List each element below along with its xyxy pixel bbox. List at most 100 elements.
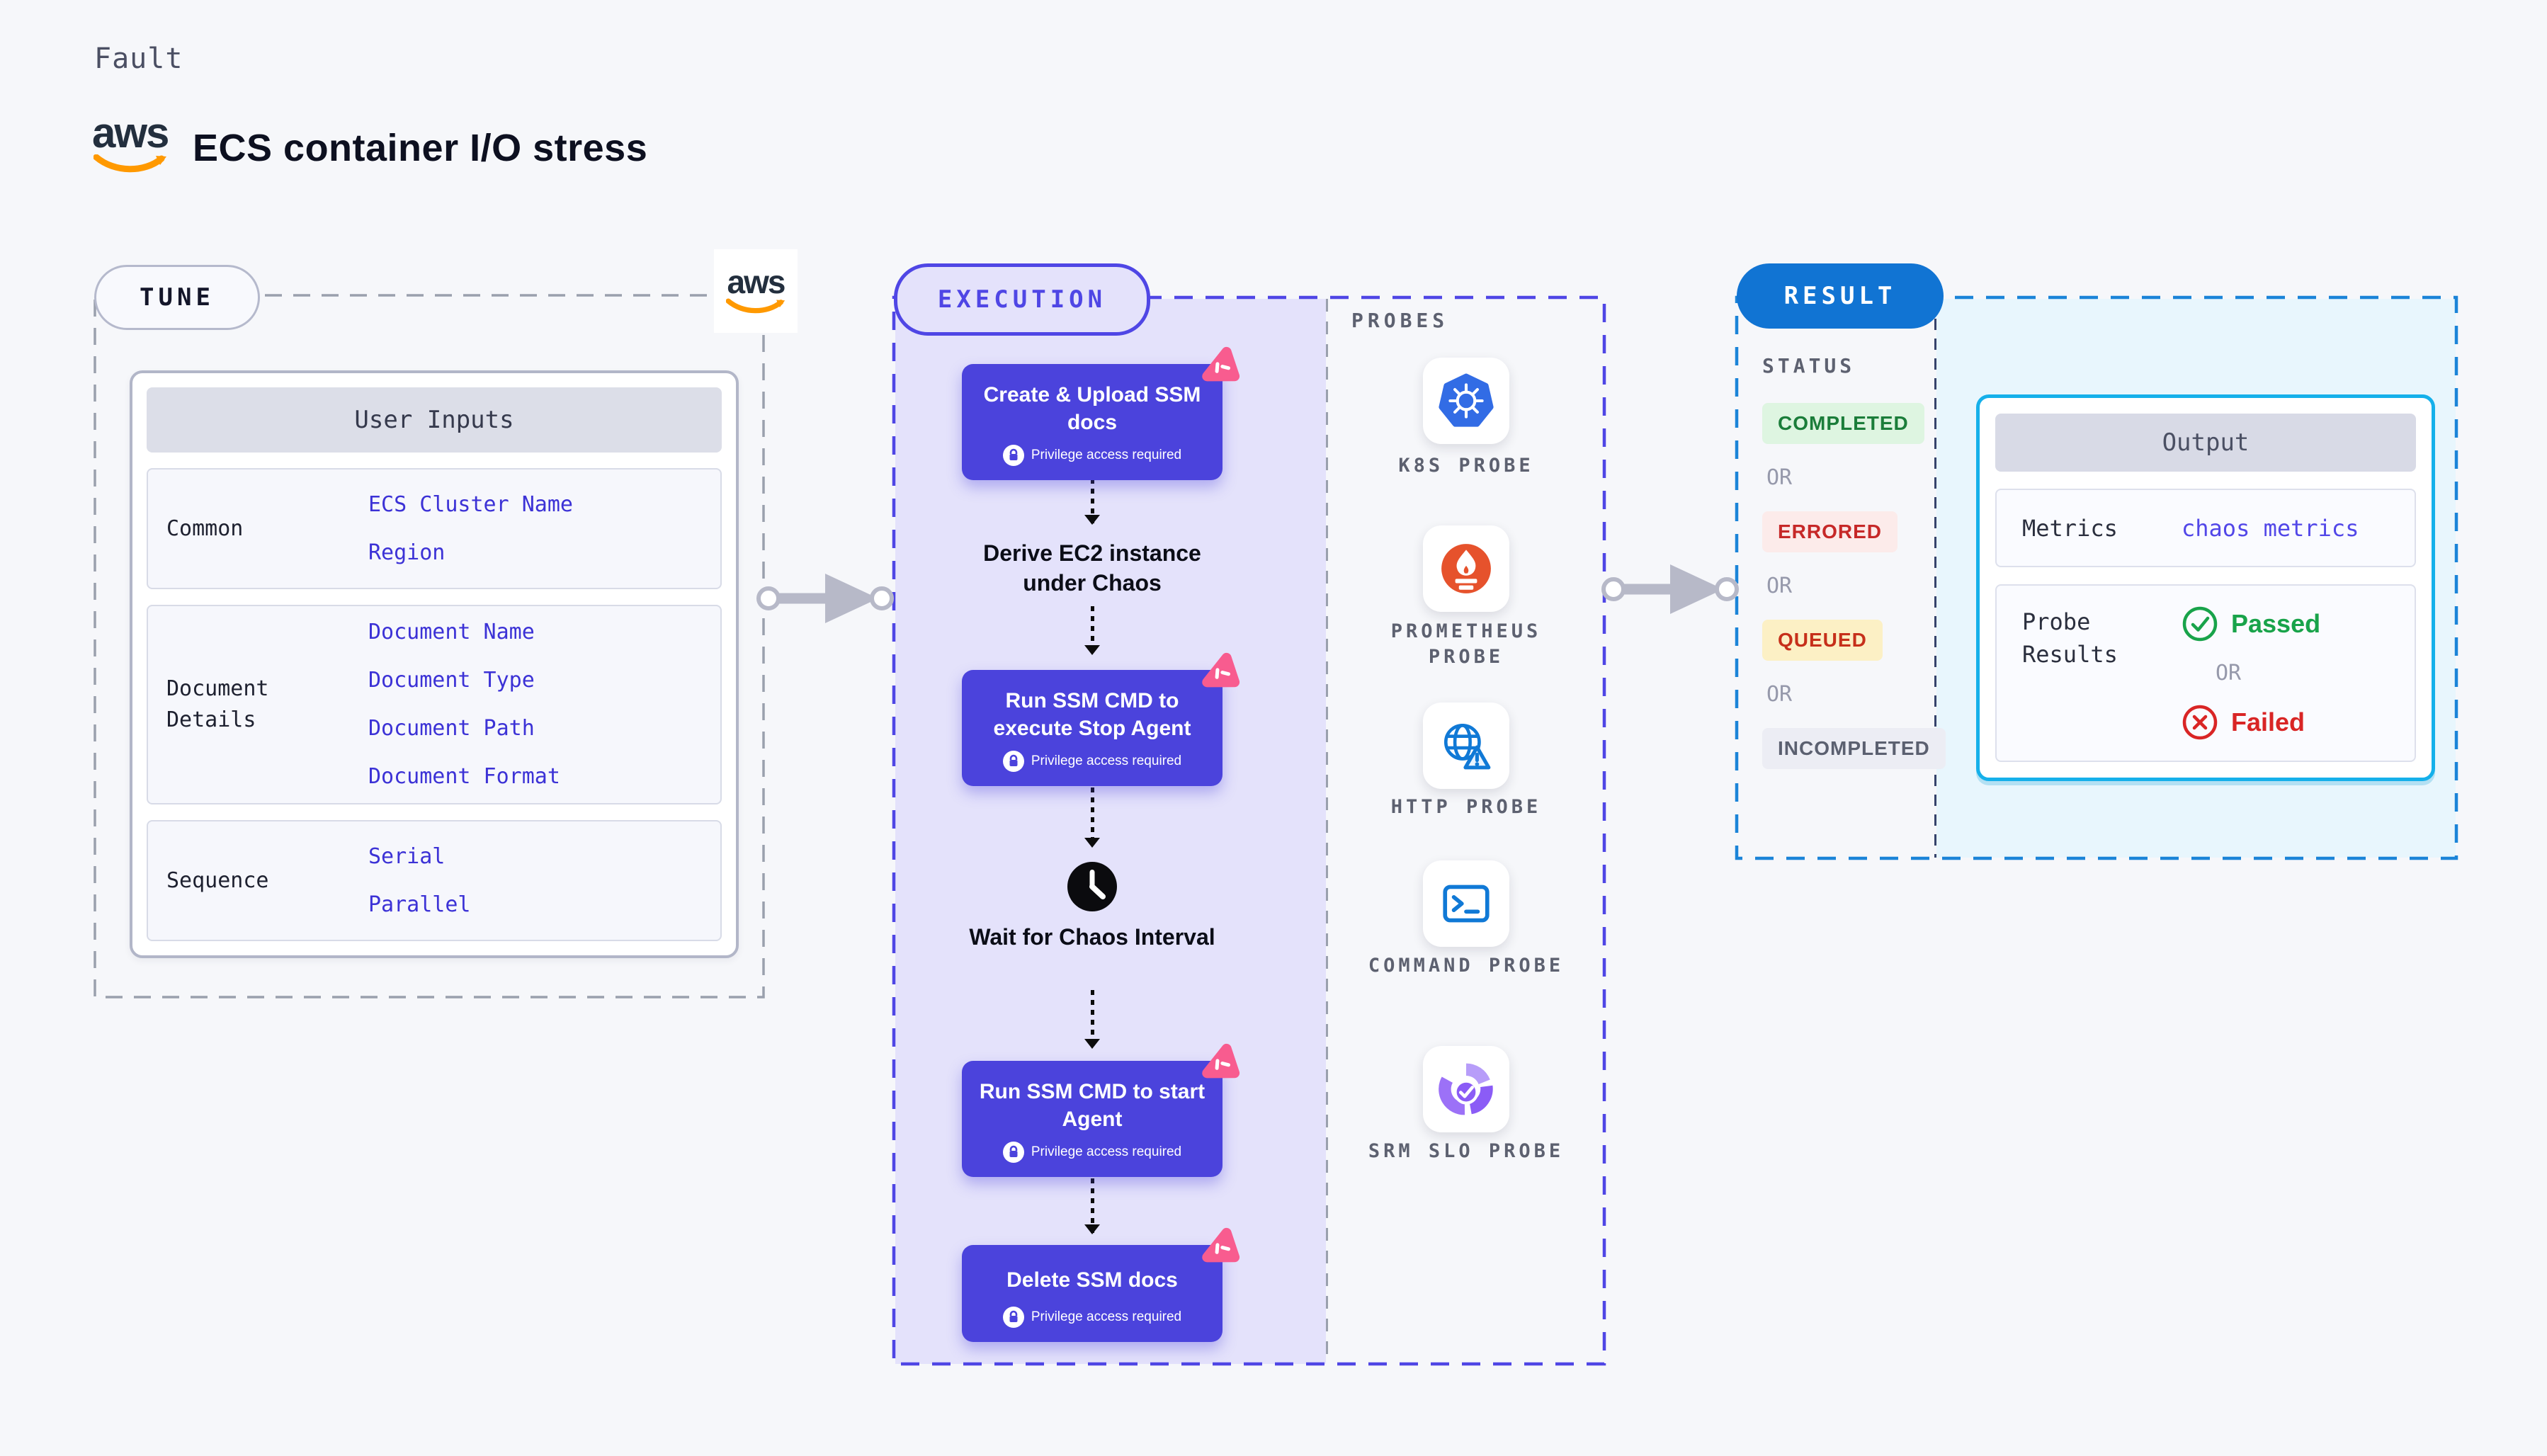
tune-to-execution-arrow xyxy=(756,574,894,623)
terminal-icon xyxy=(1443,885,1490,923)
step-run-ssm-cmd-start-agent: Run SSM CMD to start Agent Privilege acc… xyxy=(962,1043,1240,1177)
aws-logo: aws xyxy=(92,109,169,176)
probe-results-values: Passed OR Failed xyxy=(2182,605,2407,741)
row-label: Document Details xyxy=(166,676,269,732)
probe-card-k8s xyxy=(1423,358,1509,444)
step-title: Delete SSM docs xyxy=(1006,1268,1178,1292)
prometheus-icon xyxy=(1441,544,1491,593)
privilege-badge: Privilege access required xyxy=(977,445,1207,466)
probe-results-row: Probe Results Passed OR Faile xyxy=(1995,584,2416,762)
input-value: Serial xyxy=(368,843,446,869)
lock-icon xyxy=(1002,1142,1024,1163)
fault-kind-label: Fault xyxy=(94,42,183,75)
result-section-pill: RESULT xyxy=(1737,263,1944,329)
input-value: Region xyxy=(368,540,446,565)
http-globe-warning-icon xyxy=(1443,723,1491,770)
passed-text: Passed xyxy=(2231,609,2321,638)
step-wait-for-chaos-interval: Wait for Chaos Interval xyxy=(969,924,1215,950)
probe-card-command xyxy=(1423,860,1509,947)
probes-heading: PROBES xyxy=(1351,309,1449,332)
aws-wordmark-small: aws xyxy=(727,263,786,300)
execution-dashed-border xyxy=(892,295,1606,1366)
privilege-badge: Privilege access required xyxy=(977,1142,1207,1163)
lock-icon xyxy=(1002,445,1024,466)
status-badge-errored: ERRORED xyxy=(1762,511,1898,552)
metrics-row: Metrics chaos metrics xyxy=(1995,489,2416,567)
lock-icon xyxy=(1002,751,1024,772)
probe-card-srm-slo xyxy=(1423,1046,1509,1132)
input-value: Document Name xyxy=(368,620,535,644)
passed-line: Passed xyxy=(2182,605,2407,642)
flow-arrow-down xyxy=(1084,1178,1100,1234)
step-title: Create & Upload SSM docs xyxy=(983,383,1201,434)
aws-smile-icon xyxy=(93,154,166,173)
output-header: Output xyxy=(1995,414,2416,472)
result-dashed-border xyxy=(1735,295,2458,860)
execution-to-result-arrow xyxy=(1601,564,1739,614)
status-column: STATUS COMPLETED OR ERRORED OR QUEUED OR… xyxy=(1762,354,1946,769)
probe-label: PROMETHEUS PROBE xyxy=(1390,620,1542,668)
aws-smile-icon-small xyxy=(726,298,785,314)
privilege-badge: Privilege access required xyxy=(977,751,1207,772)
failed-text: Failed xyxy=(2231,707,2305,736)
step-create-upload-ssm-docs: Create & Upload SSM docs Privilege acces… xyxy=(962,346,1240,480)
failed-line: Failed xyxy=(2182,704,2407,741)
row-values: Serial Parallel xyxy=(368,843,720,917)
input-value: ECS Cluster Name xyxy=(368,491,573,517)
table-row-common: Common ECS Cluster Name Region xyxy=(147,468,722,589)
slo-donut-check-icon xyxy=(1439,1063,1493,1115)
probes-divider-line xyxy=(1326,299,1328,1364)
flow-arrow-down xyxy=(1084,479,1100,525)
kubernetes-icon xyxy=(1439,373,1494,427)
input-value: Document Path xyxy=(368,716,535,741)
or-separator: OR xyxy=(1766,465,1793,490)
flow-arrow-down xyxy=(1084,990,1100,1049)
execution-section-pill: EXECUTION xyxy=(894,263,1150,336)
check-circle-icon xyxy=(2182,606,2218,642)
or-separator: OR xyxy=(2216,661,2242,686)
row-label: Common xyxy=(166,516,244,541)
aws-wordmark: aws xyxy=(92,109,169,157)
status-badge-incompleted: INCOMPLETED xyxy=(1762,728,1946,769)
tune-dashed-border xyxy=(93,294,765,999)
status-output-divider-line xyxy=(1934,299,1936,858)
metrics-value: chaos metrics xyxy=(2182,514,2359,542)
table-row-sequence: Sequence Serial Parallel xyxy=(147,820,722,941)
probe-label: COMMAND PROBE xyxy=(1368,955,1565,977)
output-card: Output Metrics chaos metrics Probe Resul… xyxy=(1976,394,2435,781)
privilege-badge: Privilege access required xyxy=(977,1307,1207,1328)
tune-section-pill: TUNE xyxy=(94,265,260,330)
input-value: Parallel xyxy=(368,892,471,917)
input-value: Document Type xyxy=(368,668,535,693)
probe-label: SRM SLO PROBE xyxy=(1368,1140,1565,1162)
clock-icon xyxy=(1065,860,1119,914)
metrics-label: Metrics xyxy=(2022,514,2118,542)
status-badge-queued: QUEUED xyxy=(1762,620,1883,661)
table-row-document-details: Document Details Document Name Document … xyxy=(147,605,722,804)
probe-results-label: Probe Results xyxy=(2022,608,2118,668)
lock-icon xyxy=(1002,1307,1024,1328)
user-inputs-header: User Inputs xyxy=(147,387,722,453)
page-title: ECS container I/O stress xyxy=(193,127,648,169)
flow-arrow-down xyxy=(1084,787,1100,848)
user-inputs-table: User Inputs Common ECS Cluster Name Regi… xyxy=(130,370,739,958)
tune-aws-logo-patch: aws xyxy=(714,249,798,333)
chaos-ribbon-icon xyxy=(1202,346,1240,382)
status-badge-completed: COMPLETED xyxy=(1762,403,1924,444)
input-value: Document Format xyxy=(368,764,560,789)
row-values: Document Name Document Type Document Pat… xyxy=(368,620,720,789)
step-delete-ssm-docs: Delete SSM docs Privilege access require… xyxy=(962,1227,1240,1342)
aws-logo-small: aws xyxy=(726,266,785,317)
probe-card-http xyxy=(1423,703,1509,789)
or-separator: OR xyxy=(1766,682,1793,707)
flow-arrow-down xyxy=(1084,606,1100,655)
step-derive-ec2-instance: Derive EC2 instance under Chaos xyxy=(983,540,1201,596)
chaos-ribbon-icon xyxy=(1202,1227,1240,1263)
chaos-ribbon-icon xyxy=(1202,652,1240,688)
status-heading: STATUS xyxy=(1762,354,1856,377)
x-circle-icon xyxy=(2182,705,2218,740)
row-label: Sequence xyxy=(166,868,269,893)
chaos-ribbon-icon xyxy=(1202,1043,1240,1079)
probe-label: HTTP PROBE xyxy=(1390,796,1542,818)
